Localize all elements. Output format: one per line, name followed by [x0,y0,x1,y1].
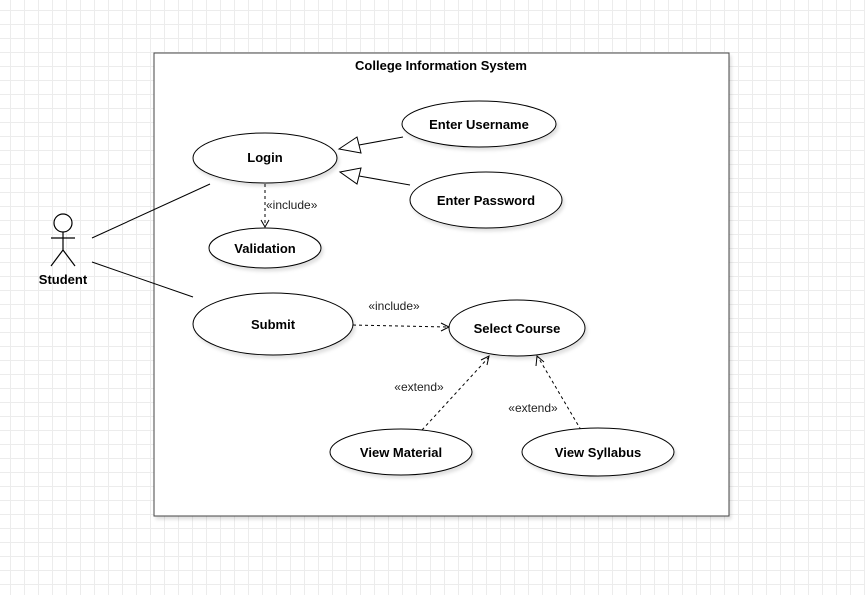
usecase-enter-username[interactable]: Enter Username [401,100,557,148]
usecase-select-course-label: Select Course [474,321,561,336]
usecase-login[interactable]: Login [192,132,338,184]
usecase-enter-username-label: Enter Username [429,117,529,132]
extend-label-syllabus: «extend» [508,401,558,415]
usecase-submit-label: Submit [251,317,296,332]
actor-head [53,213,73,233]
usecase-view-material[interactable]: View Material [329,428,473,476]
actor-right-leg [62,249,76,267]
association-student-login[interactable] [91,183,211,239]
generalization-username-login[interactable] [337,136,404,154]
include-label-login: «include» [266,198,318,212]
usecase-validation-label: Validation [234,241,295,256]
usecase-view-syllabus-label: View Syllabus [555,445,641,460]
usecase-view-material-label: View Material [360,445,442,460]
usecase-login-label: Login [247,150,282,165]
actor-student[interactable]: Student [39,213,88,287]
include-label-submit: «include» [368,299,420,313]
association-student-submit[interactable] [91,261,194,298]
usecase-view-syllabus[interactable]: View Syllabus [521,427,675,477]
include-login-validation[interactable]: «include» [260,184,318,229]
usecase-select-course[interactable]: Select Course [448,299,586,357]
system-title: College Information System [355,58,527,73]
generalization-password-login[interactable] [338,167,411,186]
extend-view-syllabus[interactable]: «extend» [508,354,582,431]
actor-label: Student [39,272,88,287]
usecase-validation[interactable]: Validation [208,227,322,269]
usecase-enter-password-label: Enter Password [437,193,535,208]
usecase-enter-password[interactable]: Enter Password [409,171,563,229]
extend-view-material[interactable]: «extend» [394,355,490,431]
usecase-submit[interactable]: Submit [192,292,354,356]
extend-label-material: «extend» [394,380,444,394]
actor-left-leg [50,249,64,267]
